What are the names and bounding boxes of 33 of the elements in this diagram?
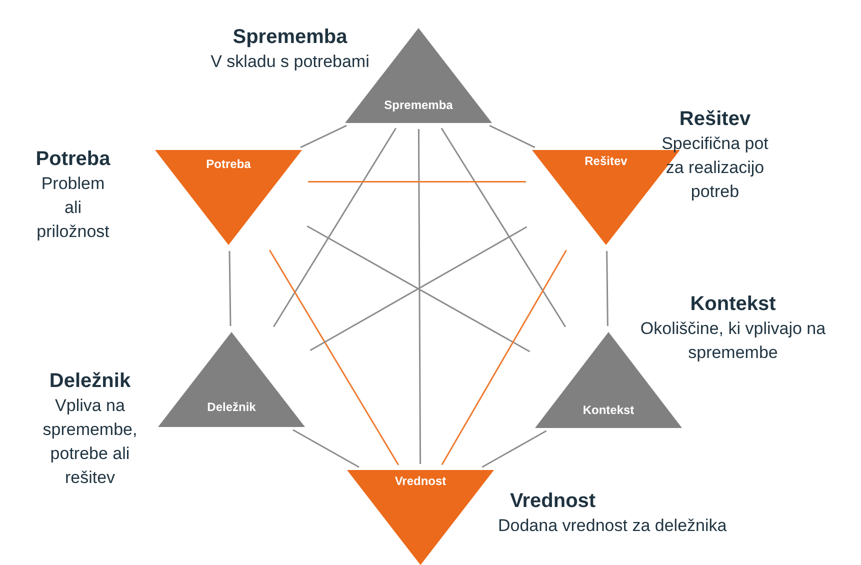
heading: Kontekst bbox=[690, 292, 776, 317]
heading: Vrednost bbox=[510, 489, 596, 514]
description: V skladu s potrebami bbox=[210, 51, 370, 73]
triangle-node bbox=[158, 332, 305, 427]
heading: Deležnik bbox=[49, 369, 131, 394]
node-label: Vrednost bbox=[394, 474, 446, 488]
connector-line bbox=[268, 250, 400, 466]
connector-line bbox=[272, 128, 397, 328]
connector-line bbox=[292, 429, 360, 468]
connector-line bbox=[440, 128, 566, 328]
triangle-node bbox=[155, 150, 302, 245]
node-label: Rešitev bbox=[584, 154, 628, 168]
connector-line bbox=[228, 250, 232, 326]
node-label: Kontekst bbox=[582, 403, 634, 417]
connector-line bbox=[606, 250, 608, 326]
description: Vpliva na spremembe, potrebe ali rešitev bbox=[42, 395, 138, 489]
description: Okoliščine, ki vplivajo na spremembe bbox=[639, 318, 827, 364]
heading: Potreba bbox=[36, 147, 110, 172]
description: Specifična pot za realizacijo potreb bbox=[660, 133, 770, 203]
node-label: Potreba bbox=[206, 157, 251, 171]
connector-line bbox=[489, 124, 536, 148]
node-label: Deležnik bbox=[207, 400, 256, 414]
description: Dodana vrednost za deležnika bbox=[498, 515, 728, 537]
heading: Sprememba bbox=[232, 25, 348, 50]
connector-line bbox=[441, 250, 567, 466]
description: Problem ali priložnost bbox=[36, 173, 110, 243]
connector-line bbox=[482, 430, 547, 468]
triangle-node bbox=[347, 470, 494, 565]
node-label: Sprememba bbox=[384, 98, 453, 112]
connector-line bbox=[418, 129, 422, 464]
connector-line bbox=[308, 180, 526, 182]
heading: Rešitev bbox=[679, 107, 751, 132]
connector-line bbox=[300, 124, 347, 148]
